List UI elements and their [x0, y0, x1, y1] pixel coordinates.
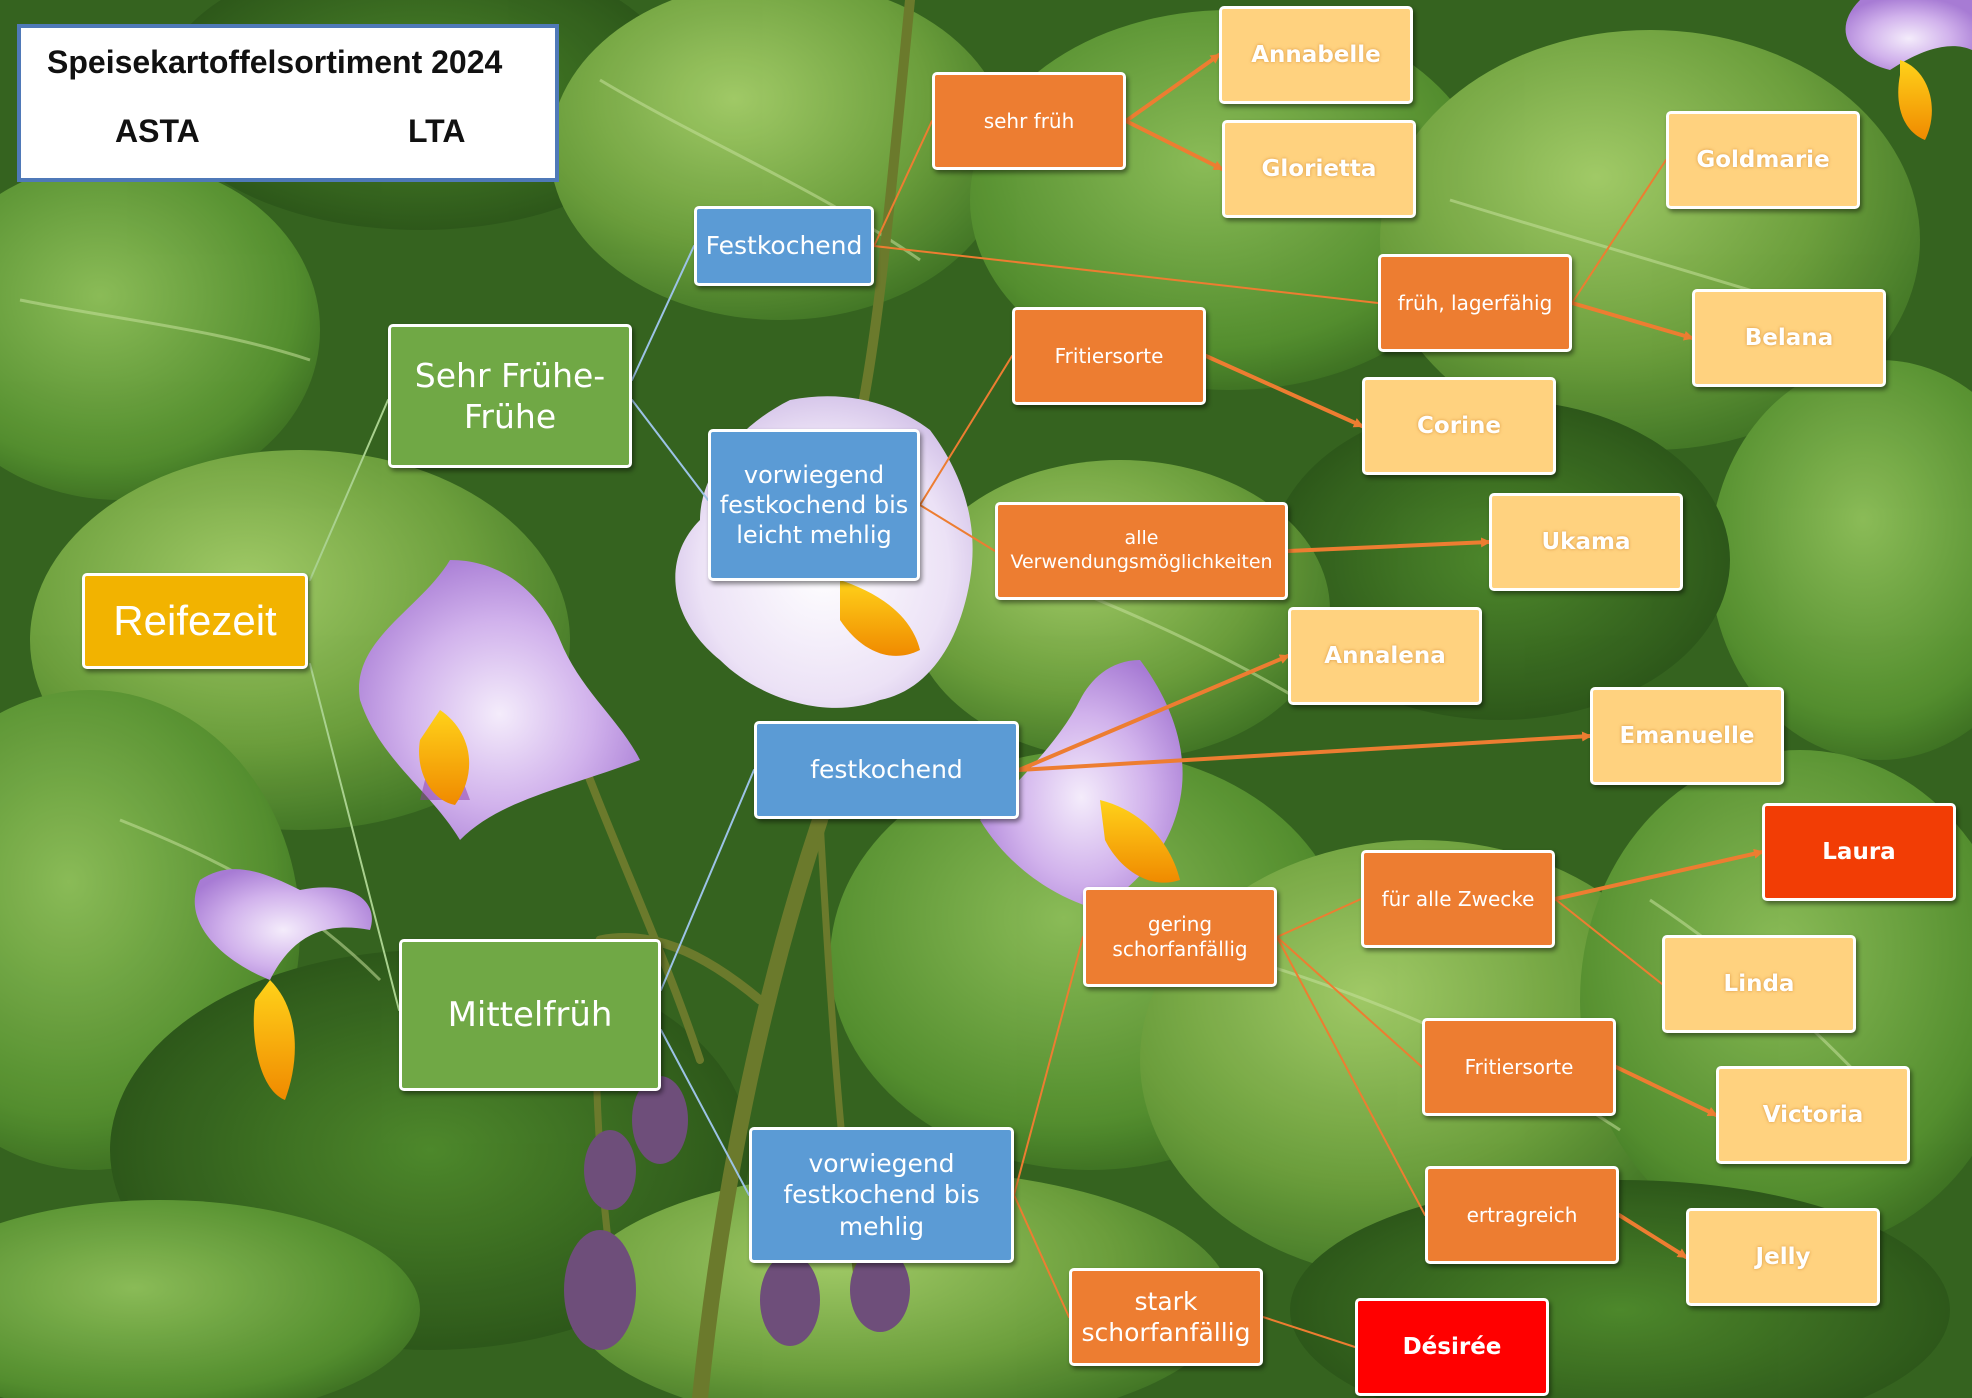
variety-node-desiree: Désirée	[1355, 1298, 1549, 1396]
connector-festkochend-to-fruehlager	[873, 245, 1379, 304]
root-node-reifezeit: Reifezeit	[82, 573, 308, 669]
connector-fritier2-to-victoria	[1614, 1065, 1718, 1117]
connector-fruehlager-to-goldmarie	[1571, 159, 1667, 304]
maturity-node-mid: Mittelfrüh	[399, 939, 661, 1091]
trait-node-ertragreich: ertragreich	[1425, 1166, 1619, 1264]
connector-gering-to-zwecke	[1276, 898, 1362, 938]
trait-node-gering-schorfanfaellig: gering schorfanfällig	[1083, 887, 1277, 987]
variety-node-jelly: Jelly	[1686, 1208, 1880, 1306]
trait-node-stark-schorfanfaellig: stark schorfanfällig	[1069, 1268, 1263, 1366]
trait-node-fuer-alle-zwecke: für alle Zwecke	[1361, 850, 1555, 948]
variety-node-corine: Corine	[1362, 377, 1556, 475]
variety-node-linda: Linda	[1662, 935, 1856, 1033]
variety-node-goldmarie: Goldmarie	[1666, 111, 1860, 209]
connector-vorwiegend-to-fritier	[919, 355, 1013, 506]
variety-node-glorietta: Glorietta	[1222, 120, 1416, 218]
connector-fruehlager-to-belana	[1570, 301, 1694, 341]
connector-vorwiegendmid-to-stark	[1013, 1194, 1070, 1318]
connector-early-to-festkochend	[631, 245, 695, 381]
cooking-node-vorwiegend-leicht-mehlig: vorwiegend festkochend bis leicht mehlig	[708, 429, 920, 581]
maturity-node-early: Sehr Frühe- Frühe	[388, 324, 632, 468]
connector-vorwiegend-to-alle	[919, 504, 996, 552]
connector-zwecke-to-laura	[1553, 848, 1764, 901]
trait-node-fritiersorte: Fritiersorte	[1012, 307, 1206, 405]
connector-gering-to-fritier2	[1276, 936, 1423, 1068]
connector-vorwiegendmid-to-gering	[1013, 936, 1084, 1196]
connector-zwecke-to-linda	[1554, 898, 1663, 985]
variety-node-annabelle: Annabelle	[1219, 6, 1413, 104]
connector-sehrfrueh-to-annabelle	[1124, 53, 1221, 123]
variety-node-emanuelle: Emanuelle	[1590, 687, 1784, 785]
cooking-node-vorwiegend-mehlig: vorwiegend festkochend bis mehlig	[749, 1127, 1014, 1263]
trait-node-sehr-frueh: sehr früh	[932, 72, 1126, 170]
connector-mid-to-festkochend	[660, 769, 755, 991]
connector-stark-to-desiree	[1262, 1316, 1356, 1348]
variety-node-ukama: Ukama	[1489, 493, 1683, 591]
variety-node-belana: Belana	[1692, 289, 1886, 387]
variety-node-annalena: Annalena	[1288, 607, 1482, 705]
connector-festkochendmid-to-emanuelle	[1017, 731, 1592, 772]
connector-fritier-to-corine	[1204, 354, 1364, 428]
connector-ertragreich-to-jelly	[1617, 1213, 1688, 1259]
lta-label: LTA	[408, 113, 466, 149]
trait-node-fritiersorte-2: Fritiersorte	[1422, 1018, 1616, 1116]
connector-early-to-vorwiegend	[631, 399, 709, 501]
connector-gering-to-ertragreich	[1276, 936, 1426, 1216]
variety-node-victoria: Victoria	[1716, 1066, 1910, 1164]
connector-root-to-early	[309, 399, 389, 581]
connector-alle-to-ukama	[1286, 537, 1491, 553]
connector-festkochend-to-sehrfrueh	[873, 120, 933, 247]
cooking-node-festkochend-mid: festkochend	[754, 721, 1019, 819]
diagram-title: Speisekartoffelsortiment 2024	[47, 44, 503, 80]
asta-label: ASTA	[115, 113, 200, 149]
variety-node-laura: Laura	[1762, 803, 1956, 901]
connector-festkochendmid-to-annalena	[1017, 654, 1290, 772]
cooking-node-festkochend: Festkochend	[694, 206, 874, 286]
title-box: Speisekartoffelsortiment 2024 ASTA LTA	[17, 24, 559, 182]
connector-mid-to-vorwiegend	[660, 1029, 750, 1196]
connector-sehrfrueh-to-glorietta	[1124, 119, 1224, 171]
trait-node-alle-verwendungsmoeglichkeiten: alle Verwendungsmöglichkeiten	[995, 502, 1288, 600]
trait-node-frueh-lagerfaehig: früh, lagerfähig	[1378, 254, 1572, 352]
connector-root-to-mid	[309, 663, 400, 1011]
